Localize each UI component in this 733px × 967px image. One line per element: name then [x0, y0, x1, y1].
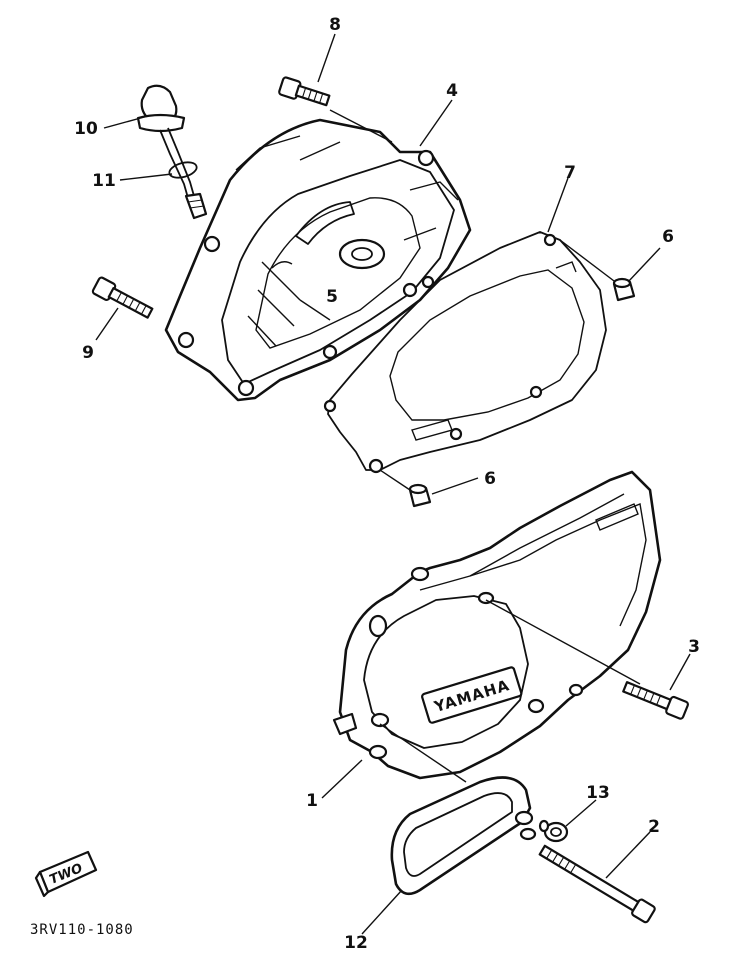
callout-11: 11	[92, 171, 116, 191]
part-2-bolt-long	[538, 844, 656, 924]
part-9-bolt	[91, 276, 154, 319]
callout-5: 5	[326, 287, 338, 307]
callout-2: 2	[648, 817, 660, 837]
callout-6-lower: 6	[484, 469, 496, 489]
part-12-protector	[390, 776, 537, 896]
callout-10: 10	[74, 119, 98, 139]
callout-9: 9	[82, 343, 94, 363]
diagram-part-code: 3RV110-1080	[30, 922, 134, 938]
part-7-gasket	[323, 231, 607, 474]
part-13-washer	[538, 819, 569, 843]
callout-6-upper: 6	[662, 227, 674, 247]
part-6-dowel-pin-upper	[559, 239, 636, 302]
callout-8: 8	[329, 15, 341, 35]
leader-lines	[95, 33, 691, 935]
callout-labels: 8 4 10 11 7 6 5 9 6 3 1 13 2 12	[74, 15, 700, 953]
callout-3: 3	[688, 637, 700, 657]
callout-4: 4	[446, 81, 458, 101]
part-1-crankcase-cover-outer: YAMAHA	[332, 470, 662, 783]
callout-12: 12	[344, 933, 368, 953]
part-4-crankcase-cover	[164, 118, 472, 402]
callout-7: 7	[564, 163, 576, 183]
part-8-bolt	[278, 76, 393, 143]
part-3-bolt	[622, 681, 689, 720]
part-6-dowel-pin-lower	[379, 469, 432, 508]
part-11-o-ring	[168, 161, 198, 179]
part-10-oil-level-gauge	[136, 84, 208, 220]
callout-1: 1	[306, 791, 318, 811]
two-stroke-badge: TWO	[34, 850, 98, 898]
callout-13: 13	[586, 783, 610, 803]
